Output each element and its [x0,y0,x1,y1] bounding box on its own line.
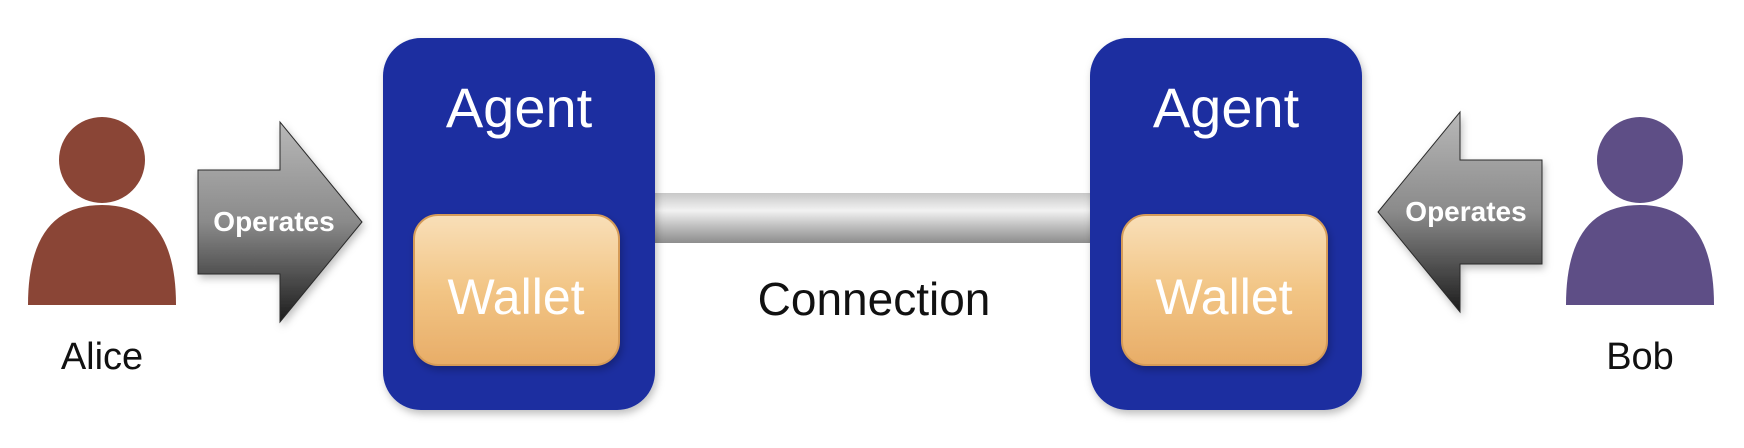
bob-person-icon [1566,117,1714,305]
right-wallet-box: Wallet [1121,214,1328,366]
bob-label: Bob [1606,336,1674,378]
alice-person-icon [28,117,176,305]
connection-bar [650,193,1100,243]
connection-label: Connection [757,273,991,325]
right-operates-label: Operates [1405,196,1526,227]
right-operates-arrow: Operates [1377,110,1543,314]
left-wallet-box: Wallet [413,214,620,366]
left-wallet-label: Wallet [447,269,584,325]
right-wallet-label: Wallet [1155,269,1292,325]
left-agent-box: Agent Wallet [383,38,655,410]
right-agent-box: Agent Wallet [1090,38,1362,410]
left-operates-arrow: Operates [197,120,363,324]
left-operates-label: Operates [213,206,334,237]
left-agent-title: Agent [446,76,593,139]
right-agent-title: Agent [1153,76,1300,139]
alice-label: Alice [60,336,144,378]
